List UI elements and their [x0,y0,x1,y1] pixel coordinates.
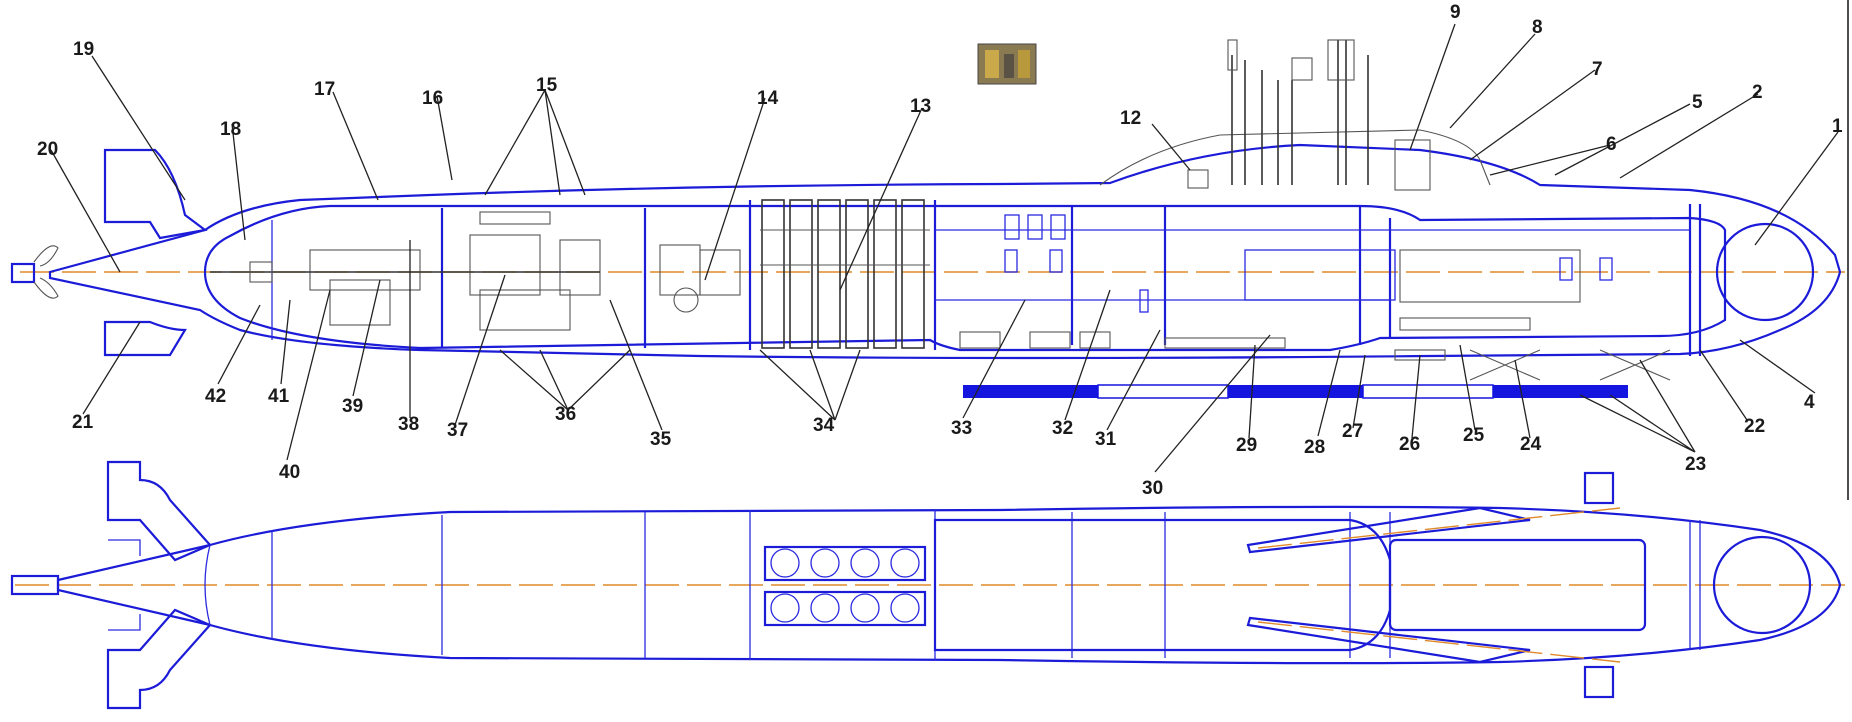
forward-compartments [959,214,1671,381]
callout-31: 31 [1095,429,1117,450]
plan-missile-tubes [763,545,927,627]
callout-20: 20 [37,139,58,160]
plan-propeller [10,574,60,596]
callout-27: 27 [1342,421,1363,442]
callout-21: 21 [72,412,94,433]
callout-14: 14 [757,88,779,109]
outer-hull [48,143,1842,360]
callout-5: 5 [1692,92,1703,113]
missile-tubes [760,199,930,349]
callout-28: 28 [1304,437,1325,458]
upper-tail-fin [103,148,208,240]
callout-labels: 1 2 4 5 6 7 8 9 12 13 14 15 16 17 18 19 … [37,2,1843,499]
plan-outer-hull [56,505,1842,665]
callout-25: 25 [1463,425,1485,446]
masts-periscopes [1187,39,1431,191]
top-plan-view [10,460,1845,710]
callout-6: 6 [1606,134,1617,155]
leader-lines [50,23,1839,473]
side-profile-view [10,0,1849,500]
callout-8: 8 [1532,17,1543,38]
lower-tail-fin [103,320,187,357]
plan-bow-sphere [1712,535,1812,635]
callout-26: 26 [1399,434,1420,455]
plan-forward-compartment [1388,538,1647,632]
propeller-blades [33,245,59,299]
callout-16: 16 [422,88,443,109]
callout-35: 35 [650,429,672,450]
plan-lower-fin [106,608,212,710]
callout-22: 22 [1744,416,1765,437]
plan-upper-fin [106,460,212,562]
callout-32: 32 [1052,418,1073,439]
callout-1: 1 [1832,116,1843,137]
callout-30: 30 [1142,478,1163,499]
callout-15: 15 [536,75,558,96]
photo-thumbnail-icon [977,43,1037,85]
callout-40: 40 [279,462,300,483]
plan-bow-planes [1246,471,1621,699]
callout-12: 12 [1120,108,1141,129]
callout-4: 4 [1804,392,1815,413]
callout-34: 34 [813,415,835,436]
compartment-bulkheads [271,200,1690,350]
callout-9: 9 [1450,2,1461,23]
callout-41: 41 [268,386,290,407]
callout-38: 38 [398,414,419,435]
callout-18: 18 [220,119,241,140]
callout-17: 17 [314,79,335,100]
callout-13: 13 [910,96,931,117]
propeller-hub [10,262,36,284]
pressure-hull [203,204,1727,352]
callout-24: 24 [1520,434,1542,455]
plan-fin-steps [108,539,141,631]
callout-7: 7 [1592,59,1603,80]
callout-42: 42 [205,386,226,407]
callout-19: 19 [73,39,94,60]
callout-29: 29 [1236,435,1257,456]
engine-machinery [210,211,741,331]
bow-sonar-sphere [1715,222,1815,322]
callout-33: 33 [951,418,972,439]
callout-37: 37 [447,420,468,441]
callout-39: 39 [342,396,363,417]
callout-23: 23 [1685,454,1706,475]
bow-bulkheads [1688,204,1702,356]
callout-2: 2 [1752,82,1763,103]
keel-bar [963,384,1628,399]
callout-36: 36 [555,404,576,425]
sail [1099,129,1491,186]
plan-bow-bulkheads [1689,520,1701,650]
